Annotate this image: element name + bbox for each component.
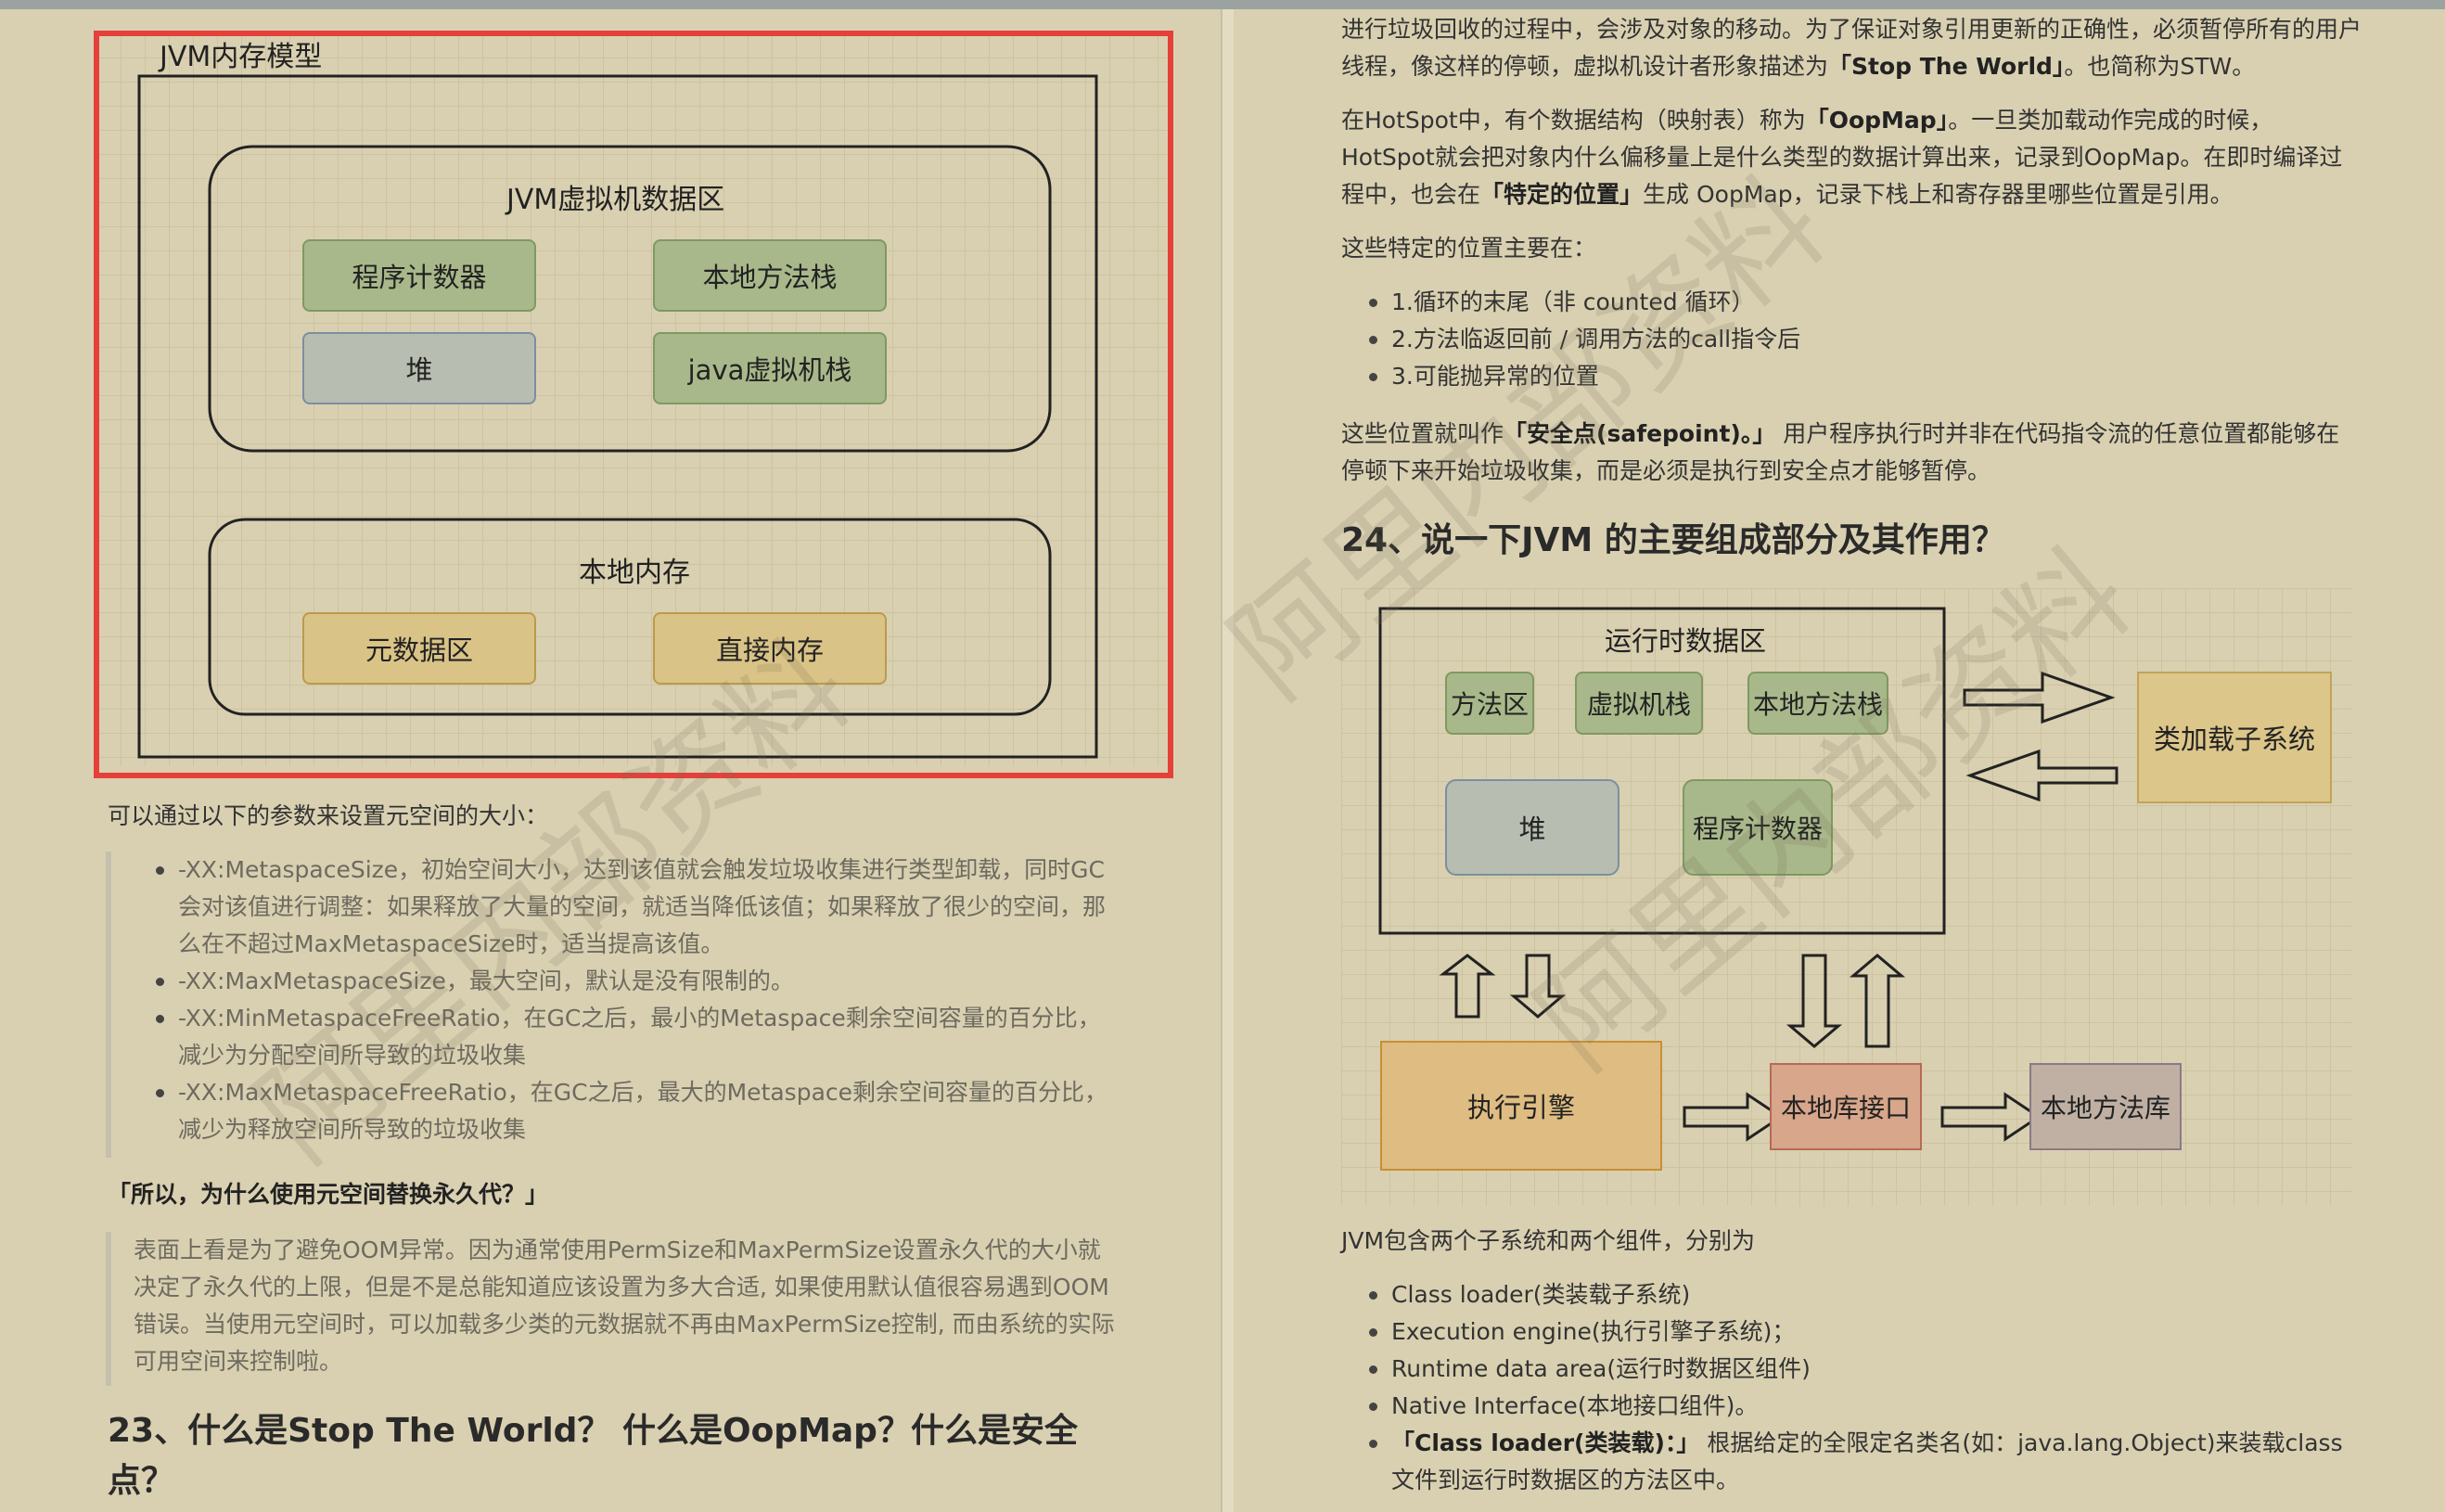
positions-intro: 这些特定的位置主要在： bbox=[1341, 235, 1597, 262]
heap-box: 堆 bbox=[302, 332, 536, 404]
stw-bold: 「Stop The World」 bbox=[1828, 53, 2065, 80]
arrow-to-native-library bbox=[1940, 1092, 2042, 1142]
outer-frame bbox=[137, 74, 1098, 759]
params-list: -XX:MetaspaceSize，初始空间大小，达到该值就会触发垃圾收集进行类… bbox=[111, 852, 1113, 1148]
stw-text-a: 进行垃圾回收的过程中，会涉及对象的移动。为了保证对象引用更新的正确性，必须暂停所… bbox=[1341, 16, 2362, 80]
native-library-box: 本地方法库 bbox=[2029, 1063, 2182, 1150]
runtime-area-frame bbox=[1378, 607, 1946, 935]
class-loader-box: 类加载子系统 bbox=[2137, 672, 2332, 803]
program-counter-box: 程序计数器 bbox=[302, 239, 536, 312]
stw-text-b: 。也简称为STW。 bbox=[2064, 53, 2256, 80]
left-diagram-grid bbox=[96, 33, 1169, 766]
list-item: -XX:MaxMetaspaceFreeRatio，在GC之后，最大的Metas… bbox=[148, 1074, 1113, 1148]
list-item: 1.循环的末尾（非 counted 循环） bbox=[1362, 284, 2345, 321]
native-method-stack-box: 本地方法栈 bbox=[653, 239, 887, 312]
safepoint-text-b: 用户程序执行时并非在代码指令流的任意位置都能够在停顿下来开始垃圾收集，而是必须是… bbox=[1341, 420, 2340, 484]
list-item: Execution engine(执行引擎子系统)； bbox=[1362, 1313, 2363, 1351]
java-vm-stack-box: java虚拟机栈 bbox=[653, 332, 887, 404]
native-method-stack-box: 本地方法栈 bbox=[1747, 672, 1888, 735]
oopmap-bold-2: 「特定的位置」 bbox=[1480, 181, 1644, 208]
metaspace-box: 元数据区 bbox=[302, 612, 536, 685]
why-answer-quote: 表面上看是为了避免OOM异常。因为通常使用PermSize和MaxPermSiz… bbox=[106, 1232, 1115, 1386]
heading-23: 23、什么是Stop The World？ 什么是OopMap？什么是安全点？ bbox=[108, 1412, 1078, 1500]
list-item: -XX:MetaspaceSize，初始空间大小，达到该值就会触发垃圾收集进行类… bbox=[148, 852, 1113, 963]
components-intro: JVM包含两个子系统和两个组件，分别为 bbox=[1341, 1227, 1756, 1254]
why-question: 「所以，为什么使用元空间替换永久代？」 bbox=[108, 1181, 549, 1208]
oopmap-paragraph: 在HotSpot中，有个数据结构（映射表）称为「OopMap」。一旦类加载动作完… bbox=[1341, 102, 2362, 213]
program-counter-box: 程序计数器 bbox=[1683, 779, 1833, 876]
jvm-components-diagram bbox=[1378, 607, 2119, 1142]
vm-stack-box: 虚拟机栈 bbox=[1575, 672, 1703, 735]
list-item: Runtime data area(运行时数据区组件) bbox=[1362, 1351, 2363, 1388]
right-page: 进行垃圾回收的过程中，会涉及对象的移动。为了保证对象引用更新的正确性，必须暂停所… bbox=[1205, 9, 2445, 1512]
oopmap-text-c: 生成 OopMap，记录下栈上和寄存器里哪些位置是引用。 bbox=[1643, 181, 2234, 208]
arrow-down-1 bbox=[1509, 954, 1567, 1019]
stw-paragraph: 进行垃圾回收的过程中，会涉及对象的移动。为了保证对象引用更新的正确性，必须暂停所… bbox=[1341, 11, 2362, 85]
params-quote: -XX:MetaspaceSize，初始空间大小，达到该值就会触发垃圾收集进行类… bbox=[106, 852, 1113, 1158]
oopmap-bold: 「OopMap」 bbox=[1805, 107, 1949, 134]
top-bar bbox=[0, 0, 2445, 9]
native-memory-title: 本地内存 bbox=[579, 557, 690, 589]
native-interface-box: 本地库接口 bbox=[1770, 1063, 1922, 1150]
jvm-memory-model-diagram bbox=[94, 31, 1173, 778]
list-item: -XX:MinMetaspaceFreeRatio，在GC之后，最小的Metas… bbox=[148, 1000, 1113, 1074]
execution-engine-box: 执行引擎 bbox=[1380, 1041, 1662, 1171]
oopmap-text-a: 在HotSpot中，有个数据结构（映射表）称为 bbox=[1341, 107, 1806, 134]
diagram-title: JVM内存模型 bbox=[160, 41, 323, 73]
selection-highlight bbox=[94, 31, 1173, 778]
arrow-up-1 bbox=[1439, 954, 1496, 1019]
heading-24: 24、说一下JVM 的主要组成部分及其作用？ bbox=[1341, 521, 2005, 559]
class-loader-bold: 「Class loader(类装载)：」 bbox=[1391, 1429, 1700, 1456]
safepoint-text-a: 这些位置就叫作 bbox=[1341, 420, 1504, 447]
arrow-to-native-interface bbox=[1683, 1092, 1784, 1142]
components-list: Class loader(类装载子系统) Execution engine(执行… bbox=[1362, 1276, 2363, 1499]
native-memory-frame bbox=[208, 518, 1052, 716]
class-loader-text: 根据给定的全限定名类名(如：java.lang.Object)来装载class文… bbox=[1391, 1429, 2343, 1493]
arrow-to-class-loader bbox=[1963, 671, 2116, 724]
arrow-up-2 bbox=[1849, 954, 1906, 1048]
positions-list: 1.循环的末尾（非 counted 循环） 2.方法临返回前 / 调用方法的ca… bbox=[1362, 284, 2345, 395]
metaspace-intro: 可以通过以下的参数来设置元空间的大小： bbox=[108, 802, 549, 829]
runtime-area-title: 运行时数据区 bbox=[1605, 625, 1767, 657]
safepoint-paragraph: 这些位置就叫作「安全点(safepoint)。」 用户程序执行时并非在代码指令流… bbox=[1341, 416, 2362, 490]
arrow-down-2 bbox=[1786, 954, 1843, 1048]
arrow-from-class-loader bbox=[1965, 749, 2119, 802]
left-page: JVM内存模型 JVM虚拟机数据区 程序计数器 本地方法栈 堆 java虚拟机栈… bbox=[0, 9, 1221, 1512]
method-area-box: 方法区 bbox=[1445, 672, 1534, 735]
direct-memory-box: 直接内存 bbox=[653, 612, 887, 685]
data-area-frame bbox=[208, 145, 1052, 453]
heap-box: 堆 bbox=[1445, 779, 1619, 876]
list-item: Class loader(类装载子系统) bbox=[1362, 1276, 2363, 1313]
safepoint-bold: 「安全点(safepoint)。」 bbox=[1504, 420, 1776, 447]
why-answer: 表面上看是为了避免OOM异常。因为通常使用PermSize和MaxPermSiz… bbox=[134, 1237, 1115, 1375]
data-area-title: JVM虚拟机数据区 bbox=[506, 184, 725, 216]
list-item: Native Interface(本地接口组件)。 bbox=[1362, 1388, 2363, 1425]
list-item: 2.方法临返回前 / 调用方法的call指令后 bbox=[1362, 321, 2345, 358]
list-item: 「Class loader(类装载)：」 根据给定的全限定名类名(如：java.… bbox=[1362, 1425, 2363, 1499]
list-item: 3.可能抛异常的位置 bbox=[1362, 358, 2345, 395]
oopmap-text-b: 。一旦类加载动作完成的时候，HotSpot就会把对象内什么偏移量上是什么类型的数… bbox=[1341, 107, 2343, 208]
list-item: -XX:MaxMetaspaceSize，最大空间，默认是没有限制的。 bbox=[148, 963, 1113, 1000]
